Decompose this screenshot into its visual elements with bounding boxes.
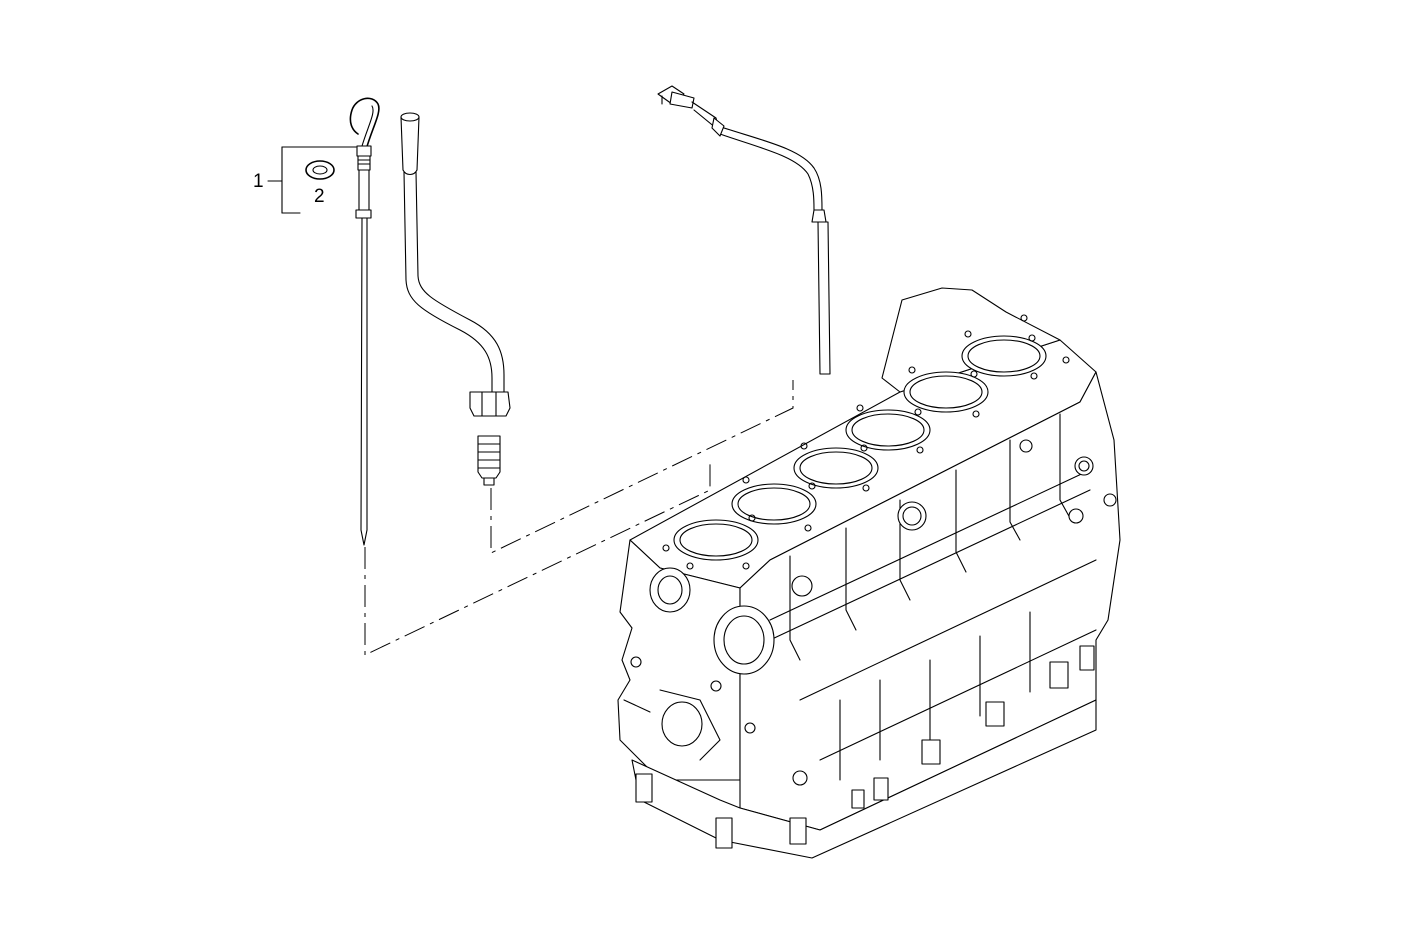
pan-tabs (635, 645, 1095, 849)
oil-level-sensor[interactable] (657, 85, 831, 375)
side-ports (791, 439, 1117, 786)
seal-ring[interactable] (305, 160, 335, 180)
threaded-adapter[interactable] (477, 435, 501, 486)
dipstick-guide-tube[interactable] (400, 112, 511, 417)
engine-block (617, 287, 1121, 859)
deck-bolt-holes (662, 314, 1070, 570)
assembly-lines (364, 380, 794, 656)
cylinder-bores (673, 335, 1047, 561)
callout-label-2[interactable]: 2 (314, 186, 325, 207)
front-face-features (623, 567, 775, 761)
callout-label-1[interactable]: 1 (253, 171, 264, 192)
side-ribs (769, 413, 1097, 781)
oil-dipstick[interactable] (349, 97, 380, 546)
callout-bracket (267, 146, 357, 214)
